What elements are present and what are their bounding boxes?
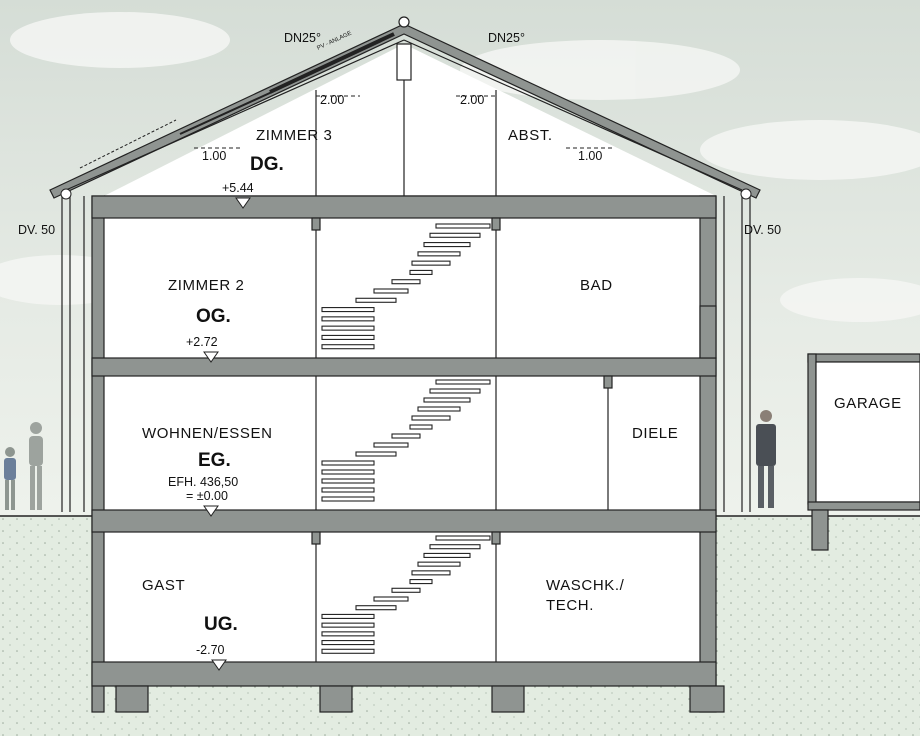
clouds xyxy=(0,12,920,322)
room-diele: DIELE xyxy=(632,425,678,442)
room-zimmer-2: ZIMMER 2 xyxy=(168,277,244,294)
downpipes xyxy=(60,188,752,512)
elevation-og: +2.72 xyxy=(186,335,218,349)
room-wohnen-essen: WOHNEN/ESSEN xyxy=(142,425,273,442)
stair-tread-ug xyxy=(321,613,375,619)
stair-tread-eg xyxy=(423,397,471,403)
stair-tread-eg xyxy=(355,451,397,457)
garage xyxy=(807,353,920,551)
elevation-marker-og xyxy=(203,351,219,363)
stair-tread-eg xyxy=(321,496,375,502)
stair-tread-eg xyxy=(321,469,375,475)
stair-tread-eg xyxy=(373,442,409,448)
level-og: OG. xyxy=(196,306,231,327)
stair-tread-eg xyxy=(409,424,433,430)
garage-label: GARAGE xyxy=(834,395,902,412)
attic-height-markers xyxy=(194,95,612,149)
stair-tread-ug xyxy=(321,631,375,637)
stair-tread-ug xyxy=(391,587,421,593)
stair-tread-og xyxy=(409,269,433,275)
stair-tread-eg xyxy=(435,379,491,385)
stair-tread-ug xyxy=(373,596,409,602)
person-woman-icon xyxy=(29,422,43,510)
roof-height-right-low: 1.00 xyxy=(578,149,602,163)
elevation-marker-dg xyxy=(235,197,251,209)
stair-tread-eg xyxy=(321,460,375,466)
person-child-icon xyxy=(4,447,16,510)
room-bad: BAD xyxy=(580,277,613,294)
stair-tread-og xyxy=(411,260,451,266)
roof-height-right-top: 2.00 xyxy=(460,93,484,107)
elevation-ug: -2.70 xyxy=(196,643,225,657)
level-dg: DG. xyxy=(250,154,284,175)
stair-tread-ug xyxy=(321,622,375,628)
stair-tread-og xyxy=(355,297,397,303)
stair-tread-eg xyxy=(321,478,375,484)
stair-tread-ug xyxy=(423,552,471,558)
stair-tread-og xyxy=(373,288,409,294)
stair-tread-ug xyxy=(321,640,375,646)
room-waschk-line2: TECH. xyxy=(546,597,594,614)
roof-height-left-top: 2.00 xyxy=(320,93,344,107)
room-zimmer-3: ZIMMER 3 xyxy=(256,127,332,144)
stair-tread-og xyxy=(321,344,375,350)
stair-tread-eg xyxy=(429,388,481,394)
foundation xyxy=(115,685,725,713)
person-man-icon xyxy=(756,410,776,508)
insulation-right: DV. 50 xyxy=(744,223,781,237)
stair-tread-eg xyxy=(321,487,375,493)
level-ug: UG. xyxy=(204,614,238,635)
insulation-left: DV. 50 xyxy=(18,223,55,237)
stair-tread-og xyxy=(321,316,375,322)
level-eg: EG. xyxy=(198,450,231,471)
og-interior xyxy=(104,218,700,358)
room-waschk-line1: WASCHK./ xyxy=(546,577,625,594)
stair-tread-ug xyxy=(409,579,433,585)
roof-pitch-right: DN25° xyxy=(488,31,525,45)
elevation-eg-line2: = ±0.00 xyxy=(186,489,228,503)
stair-tread-og xyxy=(417,251,461,257)
roof-pitch-left: DN25° xyxy=(284,31,321,45)
interior-walls xyxy=(311,80,717,662)
stair-tread-eg xyxy=(391,433,421,439)
stair-tread-eg xyxy=(411,415,451,421)
stair-tread-ug xyxy=(411,570,451,576)
stair-tread-ug xyxy=(355,605,397,611)
stair-tread-ug xyxy=(435,535,491,541)
pv-panels xyxy=(79,32,395,169)
elevation-marker-eg xyxy=(203,505,219,517)
stair-tread-ug xyxy=(321,648,375,654)
stair-tread-og xyxy=(429,232,481,238)
stair-tread-og xyxy=(391,279,421,285)
stair-tread-og xyxy=(321,307,375,313)
stair-tread-og xyxy=(321,325,375,331)
elevation-eg-line1: EFH. 436,50 xyxy=(168,475,238,489)
roof-height-left-low: 1.00 xyxy=(202,149,226,163)
stairs xyxy=(321,223,491,654)
elevation-marker-ug xyxy=(211,659,227,671)
attic-interior xyxy=(104,44,716,196)
stair-tread-og xyxy=(435,223,491,229)
stair-tread-eg xyxy=(417,406,461,412)
stair-tread-ug xyxy=(417,561,461,567)
room-abst: ABST. xyxy=(508,127,553,144)
elevation-dg: +5.44 xyxy=(222,181,254,195)
stair-tread-ug xyxy=(429,544,481,550)
room-gast: GAST xyxy=(142,577,185,594)
stair-tread-og xyxy=(321,334,375,340)
stair-tread-og xyxy=(423,242,471,248)
